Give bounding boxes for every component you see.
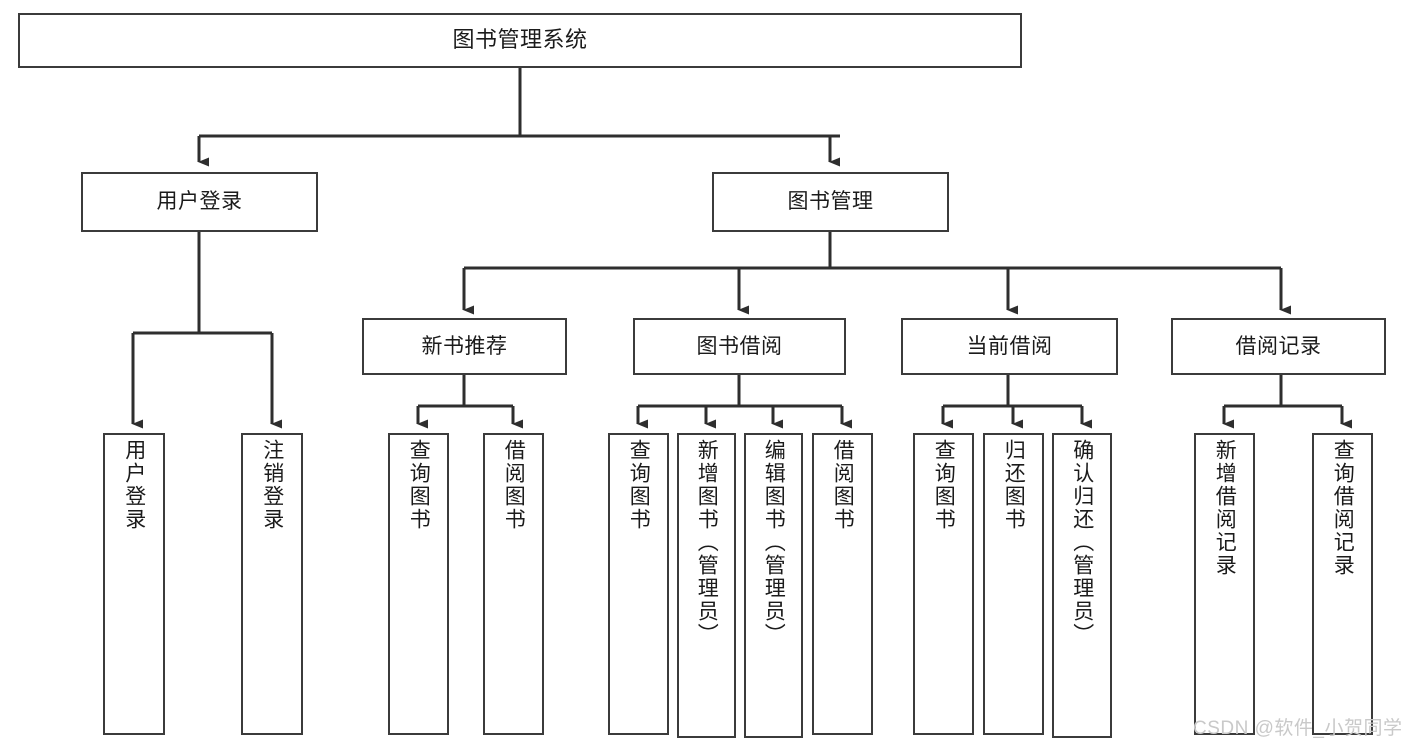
leaf-query-book-newbook[interactable]: 查询图书 (388, 433, 449, 735)
leaf-return-book[interactable]: 归还图书 (983, 433, 1044, 735)
leaf-confirm-return-admin[interactable]: 确认归还（管理员） (1052, 433, 1112, 738)
node-current-borrow[interactable]: 当前借阅 (901, 318, 1118, 375)
leaf-label: 查询图书 (407, 439, 431, 531)
leaf-label: 借阅图书 (502, 439, 526, 531)
leaf-label: 借阅图书 (831, 439, 855, 531)
leaf-label: 查询借阅记录 (1331, 439, 1355, 577)
leaf-query-book-current[interactable]: 查询图书 (913, 433, 974, 735)
leaf-add-book-admin[interactable]: 新增图书（管理员） (677, 433, 736, 738)
leaf-user-login[interactable]: 用户登录 (103, 433, 165, 735)
leaf-label: 新增图书（管理员） (695, 439, 719, 646)
leaf-label: 新增借阅记录 (1213, 439, 1237, 577)
node-root[interactable]: 图书管理系统 (18, 13, 1022, 68)
node-new-book-recommend[interactable]: 新书推荐 (362, 318, 567, 375)
leaf-label: 确认归还（管理员） (1070, 439, 1094, 646)
node-borrow-records[interactable]: 借阅记录 (1171, 318, 1386, 375)
node-book-management[interactable]: 图书管理 (712, 172, 949, 232)
leaf-borrow-book-borrow[interactable]: 借阅图书 (812, 433, 873, 735)
leaf-logout[interactable]: 注销登录 (241, 433, 303, 735)
leaf-label: 查询图书 (627, 439, 651, 531)
leaf-add-borrow-record[interactable]: 新增借阅记录 (1194, 433, 1255, 735)
leaf-label: 注销登录 (260, 439, 284, 531)
leaf-borrow-book-newbook[interactable]: 借阅图书 (483, 433, 544, 735)
leaf-label: 编辑图书（管理员） (762, 439, 786, 646)
node-book-borrow[interactable]: 图书借阅 (633, 318, 846, 375)
leaf-label: 查询图书 (932, 439, 956, 531)
leaf-label: 用户登录 (122, 439, 146, 531)
leaf-query-book-borrow[interactable]: 查询图书 (608, 433, 669, 735)
leaf-query-borrow-record[interactable]: 查询借阅记录 (1312, 433, 1373, 735)
node-user-login[interactable]: 用户登录 (81, 172, 318, 232)
leaf-label: 归还图书 (1002, 439, 1026, 531)
leaf-edit-book-admin[interactable]: 编辑图书（管理员） (744, 433, 803, 738)
